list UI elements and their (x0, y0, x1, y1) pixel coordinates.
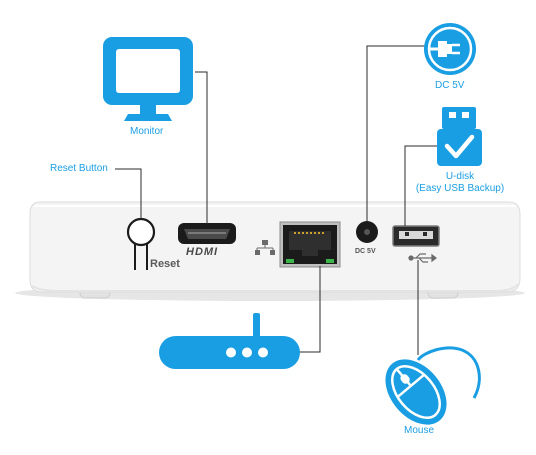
ethernet-callout-line (297, 266, 321, 353)
device-reset-label: Reset (150, 258, 180, 270)
hdmi-port (178, 223, 236, 244)
dc-power-jack (356, 221, 378, 243)
udisk-label-line1: U-disk (445, 171, 475, 182)
dc-callout-line (366, 45, 430, 221)
callout-lines (115, 45, 437, 355)
monitor-callout-line (195, 71, 208, 224)
monitor-icon (103, 37, 193, 121)
usb-drive-icon (437, 107, 482, 166)
reset-callout-line (115, 168, 142, 219)
device-dc-label: DC 5V (355, 248, 376, 255)
network-icon (255, 240, 275, 255)
usb-symbol-icon (408, 253, 437, 263)
ethernet-port (279, 221, 341, 268)
mouse-icon (385, 346, 481, 425)
reset-button-label: Reset Button (50, 163, 108, 174)
usb-port (392, 225, 440, 247)
udisk-label-line2: (Easy USB Backup) (415, 183, 505, 194)
dc-label: DC 5V (435, 80, 465, 91)
udisk-label: U-disk (Easy USB Backup) (405, 171, 515, 195)
udisk-callout-line (404, 145, 437, 226)
router-icon (159, 313, 300, 369)
monitor-label: Monitor (130, 126, 164, 137)
device-hdmi-label: HDMI (186, 246, 219, 258)
power-plug-icon (424, 23, 476, 75)
mouse-label: Mouse (404, 425, 435, 436)
